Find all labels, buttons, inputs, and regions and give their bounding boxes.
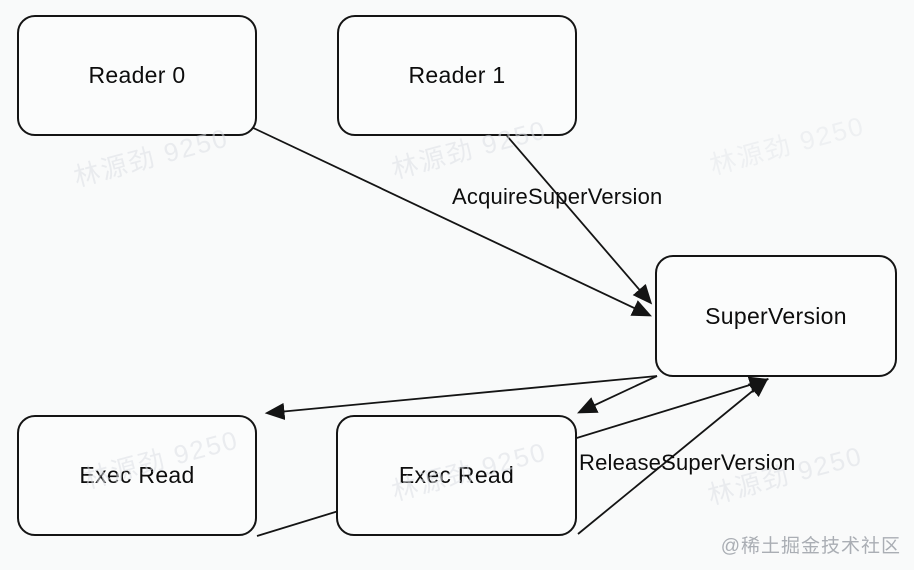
edge-label-release-super-version: ReleaseSuperVersion <box>579 450 796 475</box>
node-exec-read-right: Exec Read <box>336 415 577 536</box>
edge-label-acquire-super-version: AcquireSuperVersion <box>452 184 663 209</box>
edge-superversion-to-execread-right <box>577 375 658 414</box>
node-exec-read-left-label: Exec Read <box>79 462 195 488</box>
node-super-version: SuperVersion <box>655 255 897 377</box>
edge-superversion-to-execread-left <box>264 375 658 420</box>
node-reader-0: Reader 0 <box>17 15 257 136</box>
community-credit: @稀土掘金技术社区 <box>720 536 901 557</box>
edge-reader1-to-superversion <box>506 135 653 305</box>
edge-reader0-to-superversion <box>246 124 652 317</box>
node-reader-1-label: Reader 1 <box>408 62 506 88</box>
node-exec-read-right-label: Exec Read <box>398 462 515 488</box>
node-reader-1: Reader 1 <box>337 15 577 136</box>
node-exec-read-left: Exec Read <box>17 415 257 536</box>
edge-execread-right-to-superversion <box>577 377 769 535</box>
node-super-version-label: SuperVersion <box>705 302 847 329</box>
node-reader-0-label: Reader 0 <box>88 62 186 88</box>
